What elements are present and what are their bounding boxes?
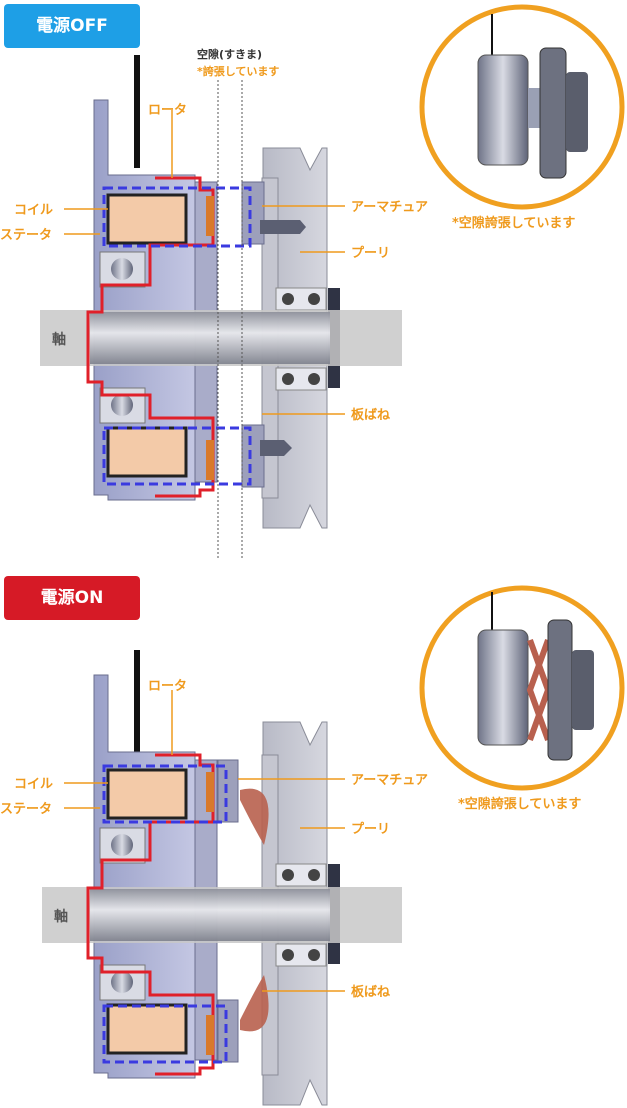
leaf-spring-label: 板ばね [351, 407, 390, 423]
inset-note: *空隙誇張しています [452, 215, 575, 231]
stator-label: ステータ [0, 228, 52, 243]
coil-label: コイル [14, 203, 53, 218]
stator-label-on: ステータ [0, 802, 52, 817]
gap-label: 空隙(すきま) [197, 47, 262, 61]
state-badge-on: 電源ON [4, 576, 140, 620]
section-on: ロータ コイル ステータ アーマチュア プーリ 軸 板ばね *空隙誇張しています [0, 585, 625, 1106]
inset-note-on: *空隙誇張しています [458, 796, 581, 812]
inset-off [419, 4, 625, 210]
shaft-label: 軸 [52, 331, 66, 348]
rotor-label-on: ロータ [148, 679, 187, 694]
coil-label-on: コイル [14, 777, 53, 792]
pulley-label: プーリ [351, 246, 390, 261]
pulley-label-on: プーリ [351, 822, 390, 837]
shaft-label-on: 軸 [54, 908, 68, 925]
armature-label: アーマチュア [351, 200, 428, 215]
inset-on [419, 585, 625, 791]
leaf-spring-label-on: 板ばね [351, 984, 390, 1000]
gap-note: *誇張しています [197, 64, 279, 78]
armature-label-on: アーマチュア [351, 773, 428, 788]
state-badge-off: 電源OFF [4, 4, 140, 48]
rotor-label: ロータ [148, 103, 187, 118]
section-off: 空隙(すきま) *誇張しています ロータ コイル ステータ アーマチュア プーリ… [0, 4, 625, 560]
